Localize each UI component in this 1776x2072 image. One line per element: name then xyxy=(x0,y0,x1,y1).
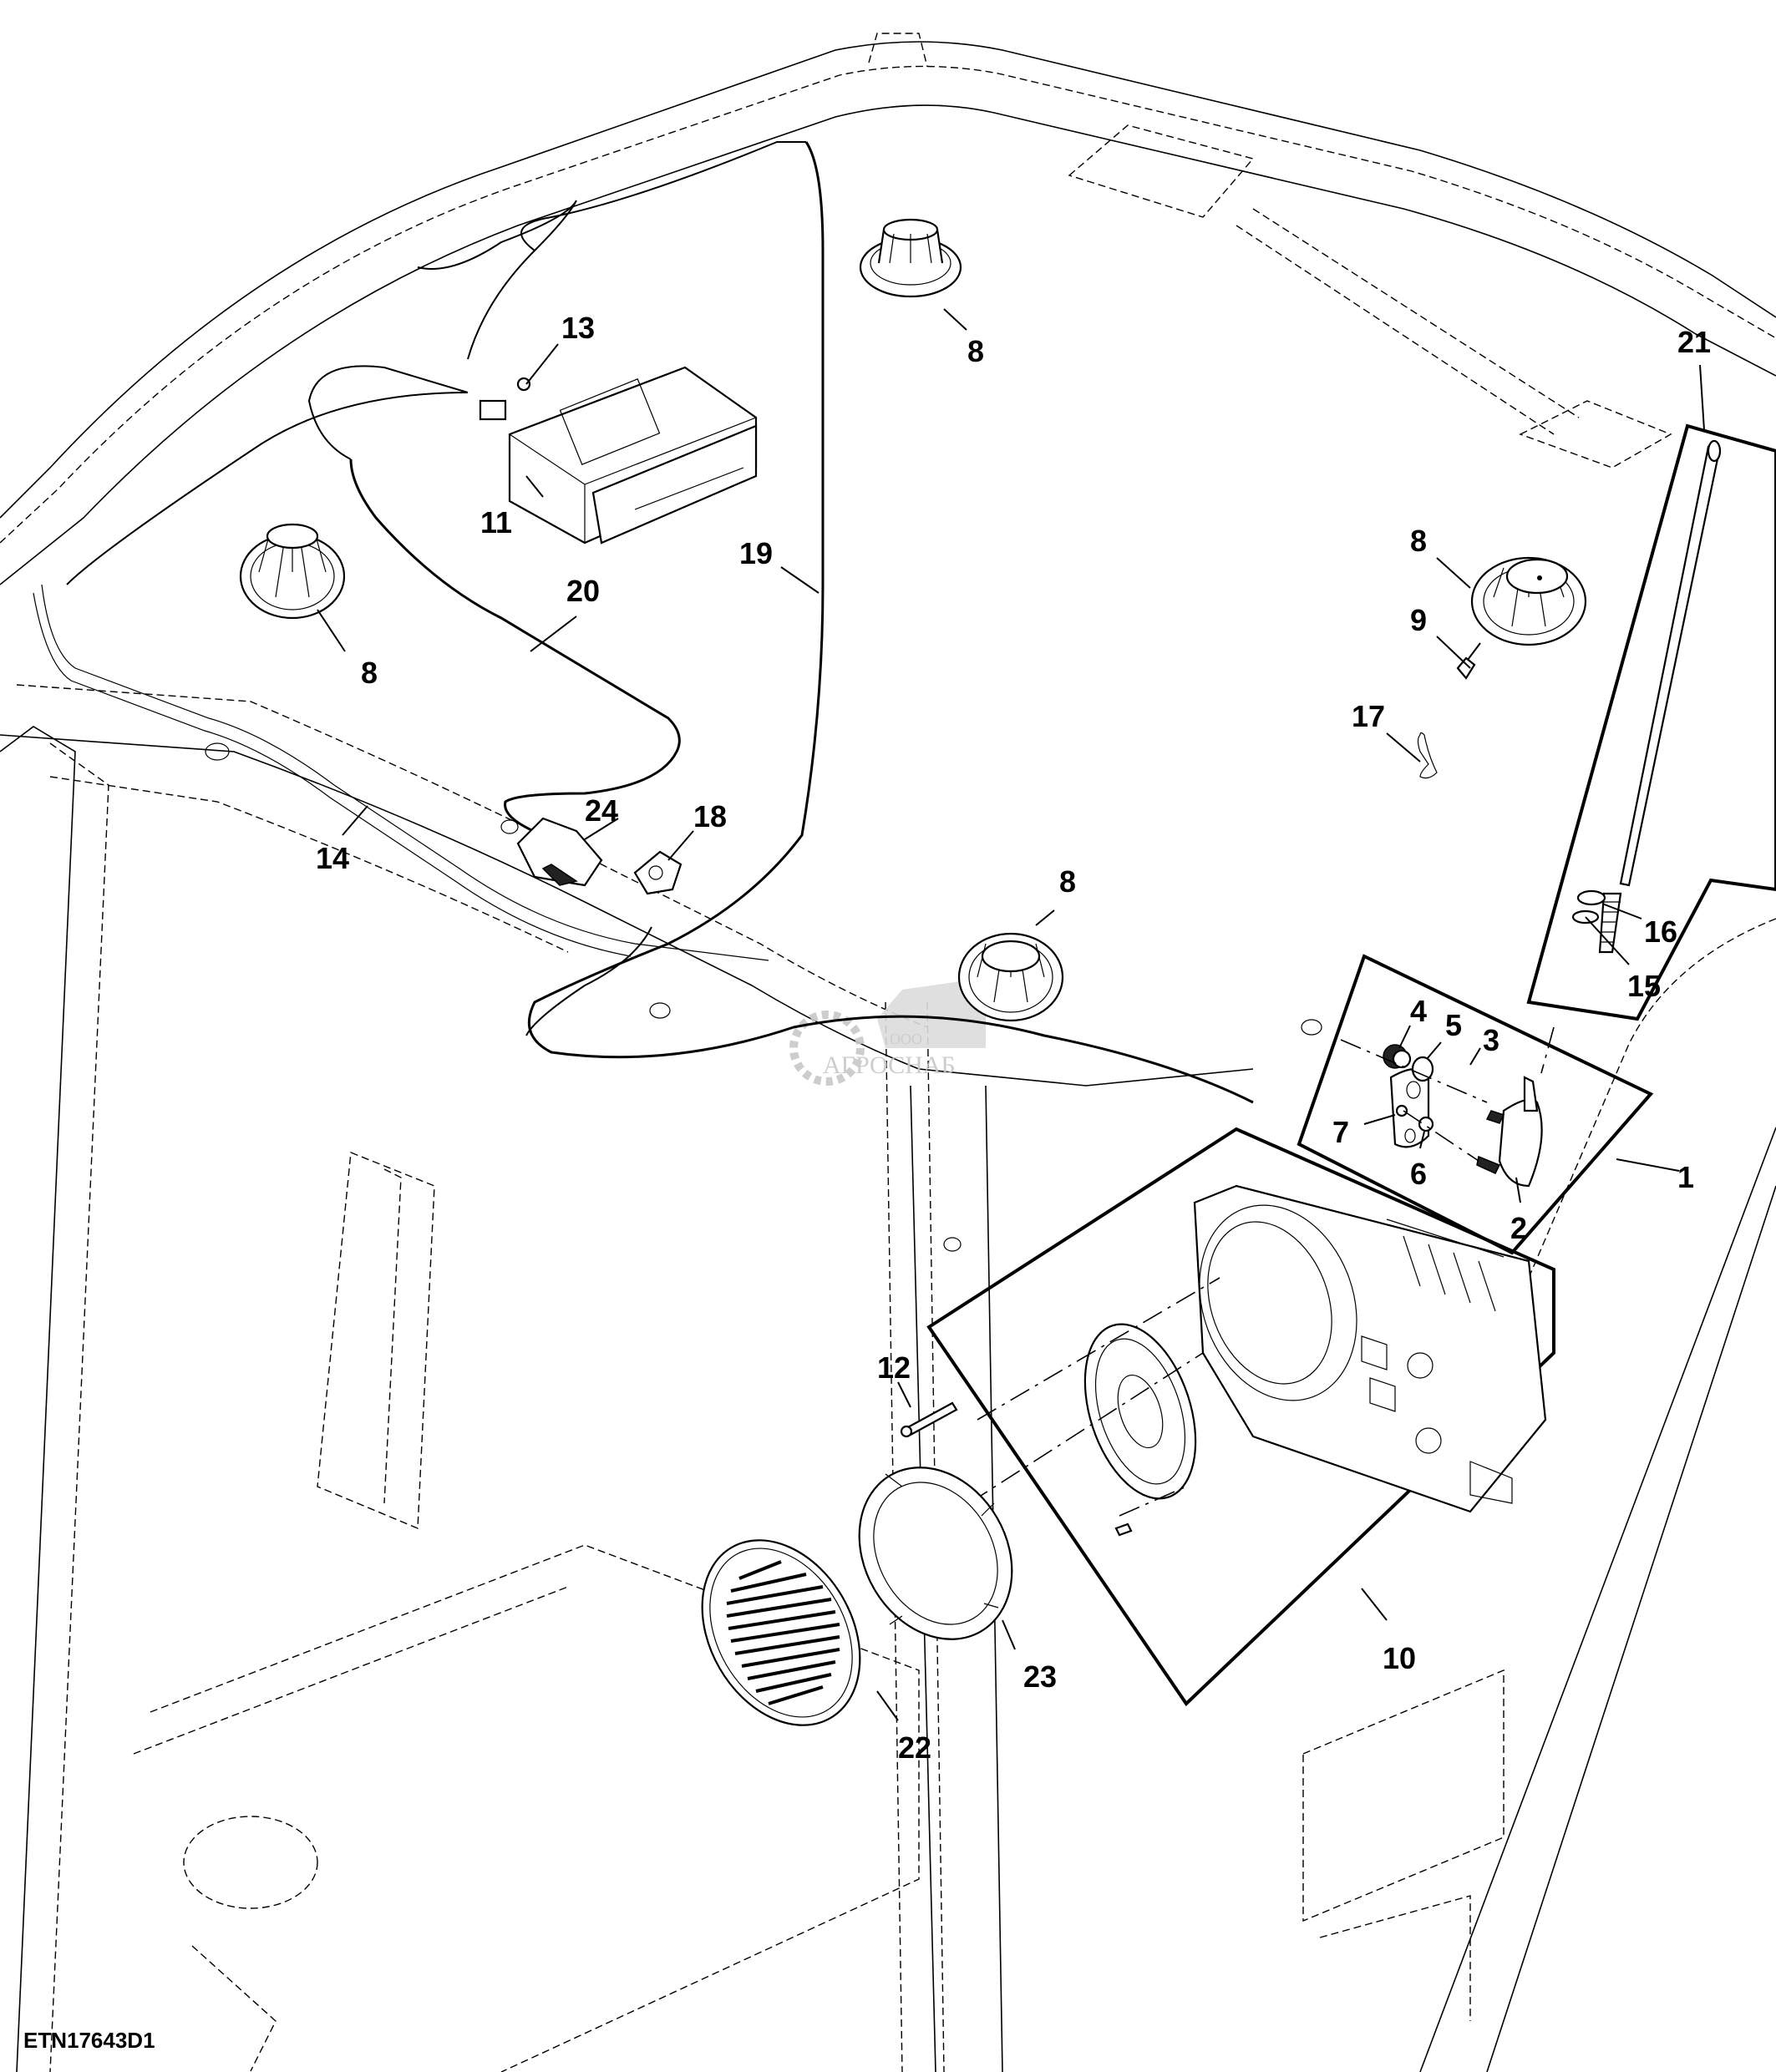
microphone-module[interactable] xyxy=(516,817,603,887)
callout-labels: 1 2 3 4 5 6 7 8 8 8 8 9 10 11 12 13 14 1… xyxy=(316,311,1711,1765)
washer[interactable] xyxy=(1418,1116,1434,1132)
nut-small[interactable] xyxy=(1395,1104,1408,1117)
callout-8-rear[interactable]: 8 xyxy=(967,334,984,368)
speaker-ring[interactable] xyxy=(829,1440,1042,1667)
callout-9[interactable]: 9 xyxy=(1410,603,1427,637)
speaker-enclosure-box[interactable] xyxy=(1173,1183,1547,1513)
speaker-rear-center[interactable] xyxy=(859,218,962,298)
screw[interactable] xyxy=(1456,642,1481,680)
grille-slots xyxy=(726,1560,840,1705)
callout-1[interactable]: 1 xyxy=(1677,1160,1694,1194)
callout-13[interactable]: 13 xyxy=(561,311,595,345)
speaker-enclosure-group xyxy=(926,1127,1555,1707)
callout-7[interactable]: 7 xyxy=(1332,1115,1349,1149)
lock-washer[interactable] xyxy=(1411,1056,1434,1082)
watermark-logo: ООО АГРОСНАБ xyxy=(789,981,986,1086)
callout-12[interactable]: 12 xyxy=(877,1350,911,1385)
callout-19[interactable]: 19 xyxy=(739,536,773,570)
mounting-plate[interactable] xyxy=(1389,1067,1430,1148)
switch[interactable] xyxy=(633,850,682,895)
nut[interactable] xyxy=(1383,1044,1412,1069)
speaker-grille[interactable] xyxy=(670,1512,891,1753)
callout-22[interactable]: 22 xyxy=(898,1730,931,1765)
callout-10[interactable]: 10 xyxy=(1383,1641,1416,1675)
speaker-enclosure-driver[interactable] xyxy=(1065,1310,1216,1513)
callout-14[interactable]: 14 xyxy=(316,841,349,875)
callout-6[interactable]: 6 xyxy=(1410,1157,1427,1191)
leader-lines xyxy=(317,308,1705,1721)
callout-8-right[interactable]: 8 xyxy=(1410,524,1427,558)
figure-id: ETN17643D1 xyxy=(23,2028,155,2053)
speaker-left[interactable] xyxy=(239,523,346,620)
wiring-harness xyxy=(349,458,681,854)
callout-8-front[interactable]: 8 xyxy=(1059,864,1076,899)
callout-16[interactable]: 16 xyxy=(1644,914,1677,949)
callout-11[interactable]: 11 xyxy=(480,505,512,540)
antenna-mount-group xyxy=(1296,954,1654,1255)
antenna-base[interactable] xyxy=(1476,1076,1543,1188)
callout-21[interactable]: 21 xyxy=(1677,325,1711,359)
radio[interactable] xyxy=(479,366,758,545)
callout-2[interactable]: 2 xyxy=(1510,1211,1527,1245)
antenna-mast[interactable] xyxy=(1598,439,1722,954)
callout-5[interactable]: 5 xyxy=(1445,1008,1462,1042)
callout-20[interactable]: 20 xyxy=(566,574,600,608)
callout-23[interactable]: 23 xyxy=(1023,1659,1057,1694)
callout-8-left[interactable]: 8 xyxy=(361,656,378,690)
speaker-right[interactable] xyxy=(1470,556,1587,646)
callout-4[interactable]: 4 xyxy=(1410,994,1427,1028)
callout-15[interactable]: 15 xyxy=(1627,969,1661,1003)
bolt[interactable] xyxy=(900,1401,958,1438)
callout-3[interactable]: 3 xyxy=(1483,1023,1499,1057)
callout-24[interactable]: 24 xyxy=(585,793,618,828)
wiring xyxy=(66,141,1254,1104)
radio-connector xyxy=(479,399,507,421)
callout-18[interactable]: 18 xyxy=(693,799,727,833)
speaker-front[interactable] xyxy=(957,932,1064,1022)
cab-structure xyxy=(0,33,1776,2072)
watermark-name: АГРОСНАБ xyxy=(823,1051,956,1079)
nut-antenna[interactable] xyxy=(1576,889,1606,906)
watermark-prefix: ООО xyxy=(890,1031,922,1047)
clip[interactable] xyxy=(1417,732,1438,779)
callout-17[interactable]: 17 xyxy=(1352,699,1385,733)
antenna-cable xyxy=(527,141,1254,1104)
antenna-mast-group xyxy=(1526,423,1776,1021)
